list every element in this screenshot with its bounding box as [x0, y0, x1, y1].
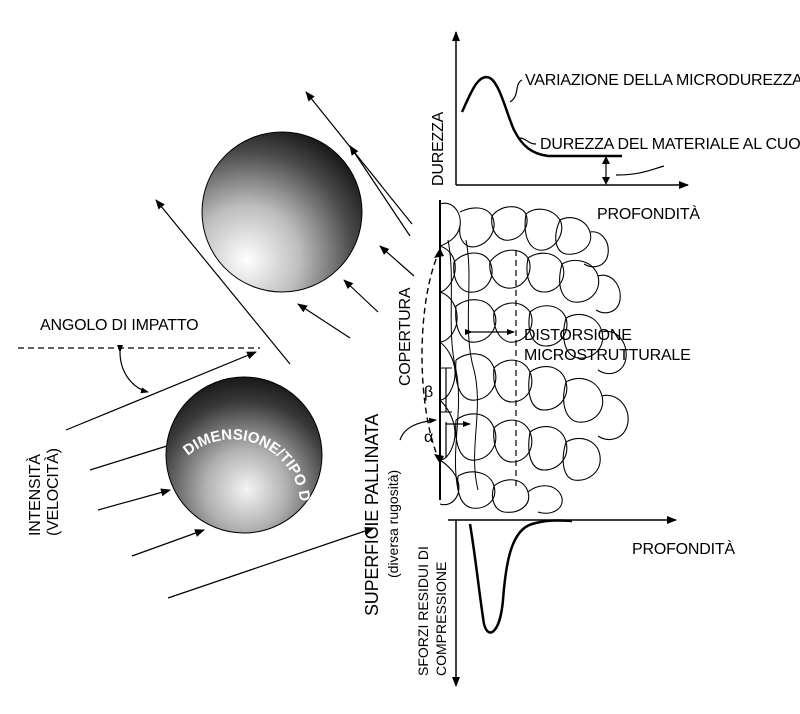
intensity-label-line1: INTENSITÀ: [25, 454, 44, 536]
stress-label-line2: COMPRESSIONE: [433, 562, 449, 676]
microhardness-leader: [509, 79, 523, 103]
hardness-chart: VARIAZIONE DELLA MICRODUREZZA DUREZZA DE…: [430, 31, 800, 223]
impact-angle-arc: [116, 344, 149, 394]
core-hardness-leader-2: [615, 165, 665, 176]
dimple-dashed-arc: [421, 249, 441, 463]
incoming-shot-ball: [165, 376, 323, 534]
depth-label-top: PROFONDITÀ: [597, 204, 700, 223]
microhardness-curve: [460, 75, 622, 158]
intensity-label-line2: (VELOCITÀ): [43, 448, 62, 536]
residual-stress-chart: PROFONDITÀ SFORZI RESIDUI DI COMPRESSION…: [415, 516, 736, 687]
beta-label: β: [424, 384, 433, 401]
shot-surface-label-line1: SUPERFICIE PALLINATA: [362, 414, 382, 616]
hardness-axis-label: DUREZZA: [430, 111, 447, 186]
residual-stress-curve: [468, 519, 573, 634]
shot-surface-leader: [399, 417, 437, 441]
coverage-label: COPERTURA: [397, 287, 414, 386]
rebound-arrows: [155, 91, 415, 365]
core-hardness-leader: [519, 137, 537, 145]
distortion-label-line1: DISTORSIONE: [524, 327, 632, 344]
distortion-label-line2: MICROSTRUTTURALE: [524, 347, 691, 364]
core-hardness-label: DUREZZA DEL MATERIALE AL CUORE: [540, 136, 800, 153]
impact-angle-label: ANGOLO DI IMPATTO: [40, 317, 198, 334]
coverage-indicator: COPERTURA: [397, 248, 444, 464]
microhardness-variation-label: VARIAZIONE DELLA MICRODUREZZA: [525, 72, 800, 89]
stress-label-line1: SFORZI RESIDUI DI: [415, 546, 431, 676]
rebounding-shot-ball: [201, 131, 363, 293]
impact-angle: ANGOLO DI IMPATTO: [18, 317, 260, 394]
alpha-label: α: [424, 429, 433, 446]
dimple-measures: β α: [399, 367, 471, 458]
shot-surface-label-line2: (diversa rugosità): [385, 470, 401, 578]
depth-label-bottom: PROFONDITÀ: [632, 539, 735, 558]
